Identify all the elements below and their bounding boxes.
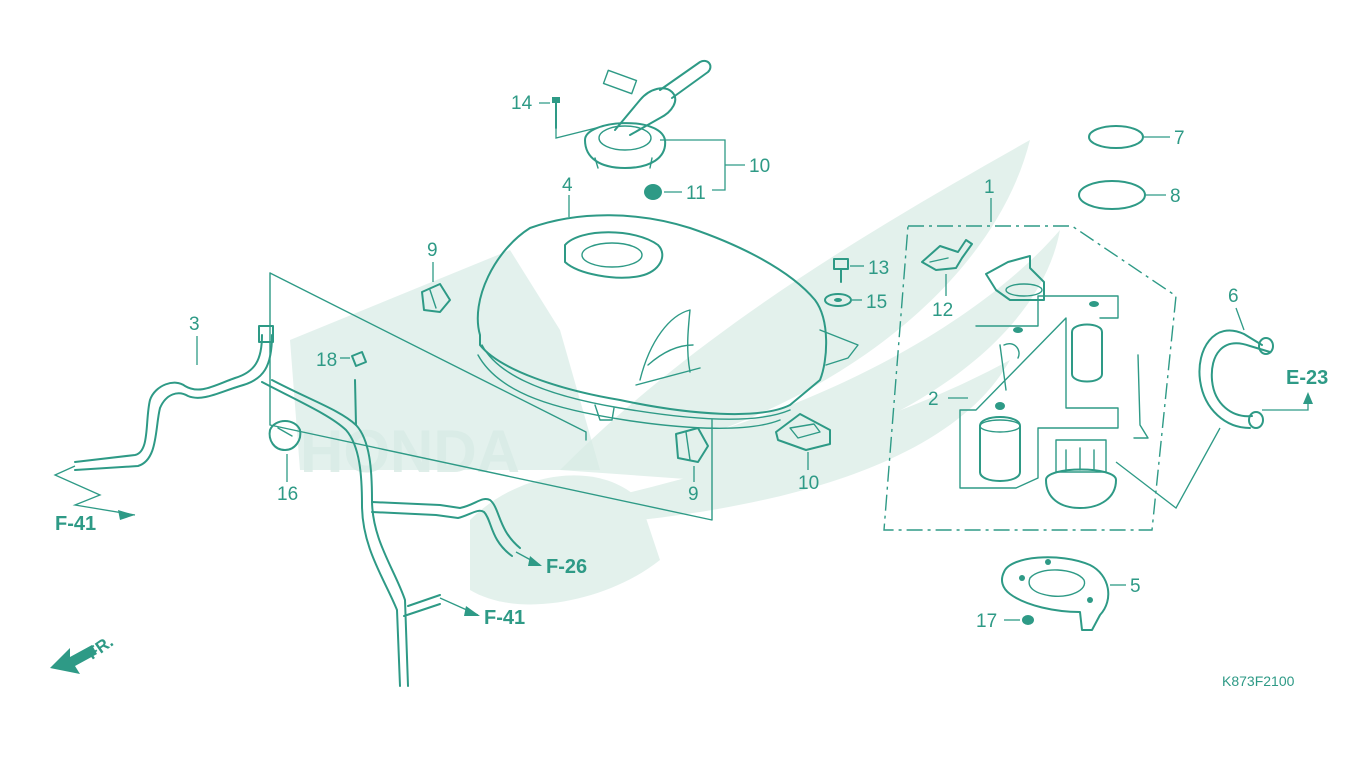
fuel-pump-subassembly[interactable] bbox=[959, 295, 1149, 509]
fuel-cap-assembly[interactable] bbox=[584, 60, 712, 169]
hose-clamp[interactable] bbox=[268, 420, 302, 451]
fuel-feed-hose[interactable] bbox=[1198, 329, 1274, 429]
svg-text:F-26: F-26 bbox=[546, 556, 587, 578]
part-number-4: 4 bbox=[562, 175, 573, 196]
part-number-17: 16 bbox=[277, 484, 298, 505]
part-number-7: 7 bbox=[1174, 128, 1185, 149]
part-number-9b: 9 bbox=[688, 484, 699, 505]
ref-f41-bottom[interactable]: F-41 bbox=[439, 597, 525, 629]
part-number-10: 10 bbox=[798, 473, 819, 494]
o-ring-large[interactable] bbox=[1078, 180, 1146, 210]
part-number-13: 12 bbox=[932, 300, 953, 321]
fuel-pump-top[interactable] bbox=[985, 255, 1045, 301]
pump-setting-plate[interactable] bbox=[1001, 556, 1110, 631]
grommet[interactable] bbox=[644, 184, 662, 200]
flange-nut[interactable] bbox=[1022, 615, 1034, 625]
part-number-18: 17 bbox=[976, 611, 997, 632]
part-number-19: 18 bbox=[316, 350, 337, 371]
bolt[interactable] bbox=[833, 258, 849, 283]
drain-tube[interactable] bbox=[74, 325, 521, 687]
svg-text:E-23: E-23 bbox=[1286, 367, 1328, 389]
part-number-3: 3 bbox=[189, 314, 200, 335]
fuel-pump-unit-box[interactable] bbox=[883, 225, 1177, 531]
tank-cushion-front[interactable] bbox=[675, 427, 709, 463]
tank-cushion-rear[interactable] bbox=[421, 283, 451, 313]
part-number-12: 11 bbox=[686, 183, 706, 204]
ref-f41-left[interactable]: F-41 bbox=[53, 465, 136, 535]
part-number-16: 15 bbox=[866, 292, 887, 313]
part-number-11: 10 bbox=[749, 156, 770, 177]
fuel-level-sender[interactable] bbox=[921, 239, 973, 271]
svg-text:F-41: F-41 bbox=[484, 607, 525, 629]
washer[interactable] bbox=[824, 293, 852, 307]
fuel-tank[interactable] bbox=[476, 214, 859, 429]
ref-f26[interactable]: F-26 bbox=[515, 551, 587, 578]
part-number-1: 1 bbox=[984, 177, 995, 198]
part-number-6: 6 bbox=[1228, 286, 1239, 307]
ref-e23[interactable]: E-23 bbox=[1262, 367, 1328, 411]
cap-bolt[interactable] bbox=[552, 97, 560, 129]
part-number-9a: 9 bbox=[427, 240, 438, 261]
tank-mount-rubber[interactable] bbox=[775, 413, 831, 451]
o-ring-small[interactable] bbox=[1088, 125, 1144, 149]
front-direction-arrow: FR. bbox=[50, 632, 117, 674]
part-number-15: 14 bbox=[511, 93, 533, 114]
part-number-8: 8 bbox=[1170, 186, 1181, 207]
drawing-code: K873F2100 bbox=[1222, 673, 1295, 689]
part-number-5: 5 bbox=[1130, 576, 1141, 597]
part-number-2: 2 bbox=[928, 389, 939, 410]
part-number-14: 13 bbox=[868, 258, 889, 279]
dotted-shadow bbox=[290, 250, 600, 470]
svg-text:F-41: F-41 bbox=[55, 513, 96, 535]
tube-clip-19[interactable] bbox=[351, 351, 367, 367]
